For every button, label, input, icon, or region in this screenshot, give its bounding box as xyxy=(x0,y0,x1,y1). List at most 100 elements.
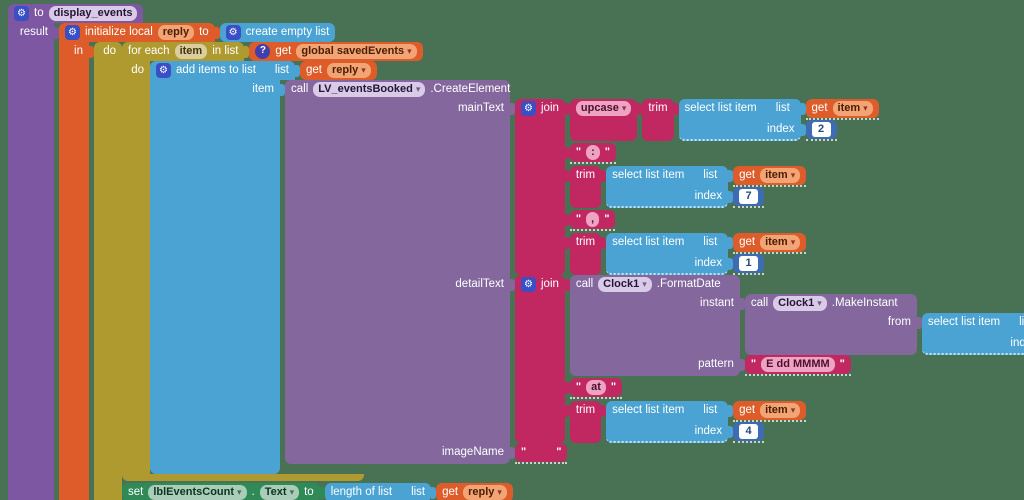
format-date-block[interactable]: call Clock1▾ .FormatDate xyxy=(569,275,1024,376)
text-string-block-empty[interactable]: " " xyxy=(515,443,568,464)
gear-icon[interactable]: ⚙ xyxy=(156,63,171,78)
component-dropdown[interactable]: Clock1▾ xyxy=(598,277,652,292)
create-element-block[interactable]: call LV_eventsBooked▾ .CreateElement xyxy=(285,80,1024,464)
open-quote: " xyxy=(575,146,582,158)
variable-dropdown[interactable]: item▾ xyxy=(760,403,801,418)
variable-dropdown[interactable]: item▾ xyxy=(760,235,801,250)
component-dropdown[interactable]: Clock1▾ xyxy=(773,296,827,311)
help-icon[interactable]: ? xyxy=(255,44,271,59)
trim-block[interactable]: trim xyxy=(569,233,807,275)
string-field[interactable]: , xyxy=(586,212,600,227)
text-string-block[interactable]: " at " xyxy=(569,378,623,399)
get-global-saved-events-block[interactable]: ? get global savedEvents▾ xyxy=(249,42,423,61)
length-of-list-label: length of list xyxy=(330,486,393,498)
procedure-name-field[interactable]: display_events xyxy=(48,6,138,21)
number-value: 1 xyxy=(745,257,752,269)
variable-dropdown[interactable]: item▾ xyxy=(760,168,801,183)
global-var-name: global savedEvents xyxy=(301,45,405,57)
component-name: Clock1 xyxy=(778,297,815,309)
select-label: select list item xyxy=(612,236,685,248)
number-field[interactable]: 4 xyxy=(739,424,759,439)
number-field[interactable]: 2 xyxy=(811,122,831,137)
select-label: select list item xyxy=(927,316,1001,328)
select-list-item-block[interactable]: select list item list xyxy=(606,233,807,275)
list-arg-label: list xyxy=(703,404,718,416)
init-local-block[interactable]: ⚙ initialize local reply to ⚙ create emp… xyxy=(59,23,1024,500)
get-item-block[interactable]: get item▾ xyxy=(733,233,807,254)
do-label: do xyxy=(131,64,144,76)
detail-text-label: detailText xyxy=(455,278,504,290)
procedure-block[interactable]: ⚙ to display_events result ⚙ initialize … xyxy=(8,4,1024,500)
select-index-cell: index xyxy=(921,334,1024,355)
dropdown-icon: ▾ xyxy=(642,279,647,289)
set-text-block[interactable]: set lblEventsCount▾ . Text▾ to xyxy=(122,483,513,500)
global-var-dropdown[interactable]: global savedEvents▾ xyxy=(296,44,417,59)
get-reply-block[interactable]: get reply▾ xyxy=(436,483,513,500)
number-block[interactable]: 4 xyxy=(733,422,765,443)
variable-dropdown[interactable]: reply▾ xyxy=(463,485,507,500)
join-block-main[interactable]: ⚙ join xyxy=(515,99,879,275)
get-label: get xyxy=(305,64,322,76)
string-field[interactable]: : xyxy=(586,145,600,160)
for-each-do-cell: do xyxy=(122,61,150,474)
add-items-block[interactable]: ⚙ add items to list list xyxy=(150,61,1024,474)
get-global-cell: ? get global savedEvents▾ xyxy=(249,42,423,61)
string-cell: " , " xyxy=(569,210,616,229)
add-items-label: add items to list xyxy=(176,64,256,76)
number-field[interactable]: 7 xyxy=(739,189,759,204)
get-item-block[interactable]: get item▾ xyxy=(805,99,879,120)
upcase-block[interactable]: upcase▾ xyxy=(569,99,879,141)
text-string-block[interactable]: " : " xyxy=(569,143,617,164)
gear-icon[interactable]: ⚙ xyxy=(521,101,536,116)
component-dropdown[interactable]: lblEventsCount▾ xyxy=(148,485,247,500)
list-arg-label: list xyxy=(703,236,718,248)
select-list-item-block[interactable]: select list item list xyxy=(606,166,807,208)
variable-dropdown[interactable]: item▾ xyxy=(832,101,873,116)
component-dropdown[interactable]: LV_eventsBooked▾ xyxy=(313,82,426,97)
property-dropdown[interactable]: Text▾ xyxy=(259,485,300,500)
length-of-list-block[interactable]: length of list list xyxy=(324,483,513,500)
variable-dropdown[interactable]: reply▾ xyxy=(326,63,371,78)
gear-icon[interactable]: ⚙ xyxy=(65,25,80,40)
for-each-block[interactable]: for each item in list ? xyxy=(122,42,1024,481)
call-label: call xyxy=(291,83,309,95)
trim-block[interactable]: trim xyxy=(569,401,807,443)
list-arg-label: list xyxy=(411,486,426,498)
number-field[interactable]: 1 xyxy=(739,256,759,271)
loop-var-field[interactable]: item xyxy=(174,44,208,59)
select-list-item-block[interactable]: select list item list xyxy=(921,313,1024,355)
upcase-dropdown[interactable]: upcase▾ xyxy=(575,101,632,116)
do-result-block[interactable]: do for each item xyxy=(94,42,1024,500)
get-reply-block[interactable]: get reply▾ xyxy=(299,61,377,80)
make-instant-block[interactable]: call Clock1▾ .MakeInstant xyxy=(744,294,1024,355)
string-field[interactable]: at xyxy=(586,380,606,395)
gear-icon[interactable]: ⚙ xyxy=(14,6,29,21)
init-local-in-cell: in xyxy=(59,42,89,500)
local-var-name-field[interactable]: reply xyxy=(157,25,195,40)
close-quote: " xyxy=(604,213,610,225)
gear-icon[interactable]: ⚙ xyxy=(521,277,536,292)
number-block[interactable]: 1 xyxy=(733,254,765,275)
text-string-block[interactable]: " E dd MMMM " xyxy=(744,355,851,376)
string-cell: " : " xyxy=(569,143,617,162)
main-text-cell: mainText xyxy=(285,99,510,275)
join-block-detail[interactable]: ⚙ join xyxy=(515,275,1024,443)
trim-block[interactable]: trim xyxy=(642,99,879,141)
get-item-block[interactable]: get item▾ xyxy=(733,166,807,187)
get-item-block[interactable]: get item▾ xyxy=(733,401,807,422)
gear-icon[interactable]: ⚙ xyxy=(225,25,241,40)
length-of-list-cell: length of list list xyxy=(324,483,432,500)
init-local-header: ⚙ initialize local reply to xyxy=(59,23,215,42)
dot-label: . xyxy=(251,486,255,498)
index-label: index xyxy=(694,257,723,269)
string-field[interactable]: E dd MMMM xyxy=(761,357,835,372)
trim-block[interactable]: trim xyxy=(569,166,807,208)
list-arg-label: list xyxy=(274,64,289,76)
create-empty-list-block[interactable]: ⚙ create empty list xyxy=(219,23,336,42)
number-block[interactable]: 7 xyxy=(733,187,765,208)
select-list-item-block[interactable]: select list item list xyxy=(606,401,807,443)
select-list-item-block[interactable]: select list item list xyxy=(678,99,879,141)
number-block[interactable]: 2 xyxy=(805,120,837,141)
text-string-block[interactable]: " , " xyxy=(569,210,616,231)
